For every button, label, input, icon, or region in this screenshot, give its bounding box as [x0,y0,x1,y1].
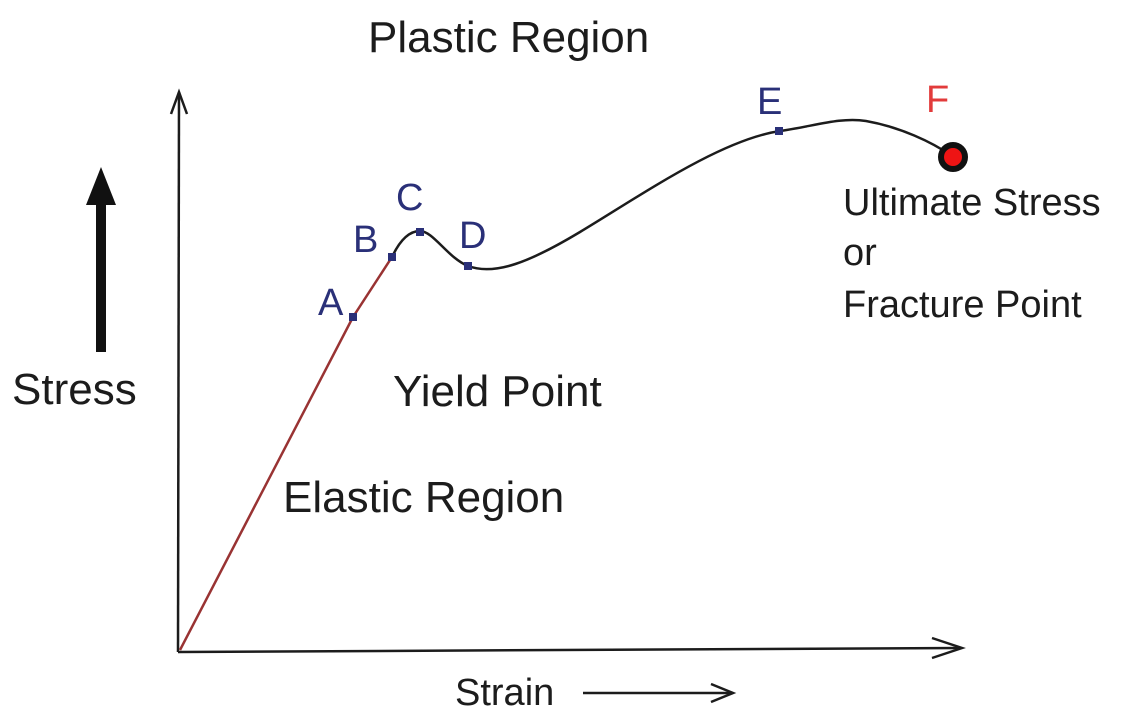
elastic-line [178,256,394,651]
point-label-e: E [757,81,783,123]
elastic-region-label: Elastic Region [283,473,565,522]
point-marker-a [349,313,357,321]
plastic-curve [390,118,953,271]
yield-point-label: Yield Point [393,367,602,416]
point-marker-d [464,262,472,270]
fracture-annotation-line3: Fracture Point [843,284,1082,326]
y-axis-arrowhead-icon [169,88,189,115]
x-axis-label: Strain [455,672,555,714]
point-label-c: C [396,177,424,219]
fracture-point-dot [938,142,968,172]
x-axis-line [177,646,961,654]
point-label-a: A [318,282,344,324]
y-axis-label: Stress [12,365,137,414]
x-axis-arrowhead-icon [931,636,966,660]
strain-direction-arrow-head-icon [710,682,737,704]
point-marker-b [388,253,396,261]
point-label-f: F [926,79,950,121]
point-label-d: D [459,215,487,257]
point-marker-e [775,127,783,135]
point-label-b: B [353,219,379,261]
stress-direction-arrow-head-icon [86,167,116,205]
point-marker-c [416,228,424,236]
fracture-annotation-line1: Ultimate Stress [843,182,1101,224]
y-axis-line [176,91,181,653]
plastic-region-label: Plastic Region [368,13,650,62]
fracture-annotation-line2: or [843,232,877,274]
